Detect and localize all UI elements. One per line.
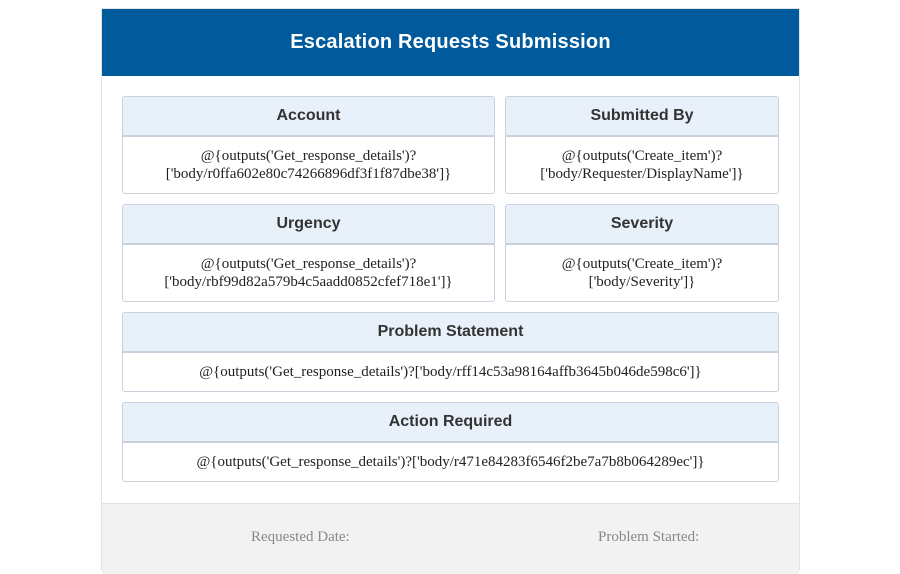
action-required-value: @{outputs('Get_response_details')?['body… <box>196 454 705 470</box>
account-label: Account <box>123 97 494 137</box>
card-header: Escalation Requests Submission <box>102 9 799 76</box>
severity-value: @{outputs('Create_item')?['body/Severity… <box>561 256 723 290</box>
urgency-field: Urgency @{outputs('Get_response_details'… <box>122 204 495 302</box>
submitted-by-field: Submitted By @{outputs('Create_item')?['… <box>505 96 779 194</box>
account-value: @{outputs('Get_response_details')?['body… <box>165 148 452 182</box>
urgency-value: @{outputs('Get_response_details')?['body… <box>164 256 453 290</box>
urgency-label: Urgency <box>123 205 494 245</box>
severity-label: Severity <box>506 205 778 245</box>
action-required-field: Action Required @{outputs('Get_response_… <box>122 402 779 482</box>
problem-statement-field: Problem Statement @{outputs('Get_respons… <box>122 312 779 392</box>
card-footer: Requested Date: Problem Started: <box>102 503 799 574</box>
requested-date-label: Requested Date: <box>251 529 350 545</box>
escalation-card: Escalation Requests Submission Account @… <box>101 8 800 574</box>
submitted-by-value: @{outputs('Create_item')?['body/Requeste… <box>540 148 744 182</box>
submitted-by-label: Submitted By <box>506 97 778 137</box>
problem-started-label: Problem Started: <box>598 529 700 545</box>
problem-statement-label: Problem Statement <box>123 313 778 353</box>
severity-field: Severity @{outputs('Create_item')?['body… <box>505 204 779 302</box>
problem-statement-value: @{outputs('Get_response_details')?['body… <box>199 364 702 380</box>
action-required-label: Action Required <box>123 403 778 443</box>
account-field: Account @{outputs('Get_response_details'… <box>122 96 495 194</box>
page-title: Escalation Requests Submission <box>290 31 611 53</box>
